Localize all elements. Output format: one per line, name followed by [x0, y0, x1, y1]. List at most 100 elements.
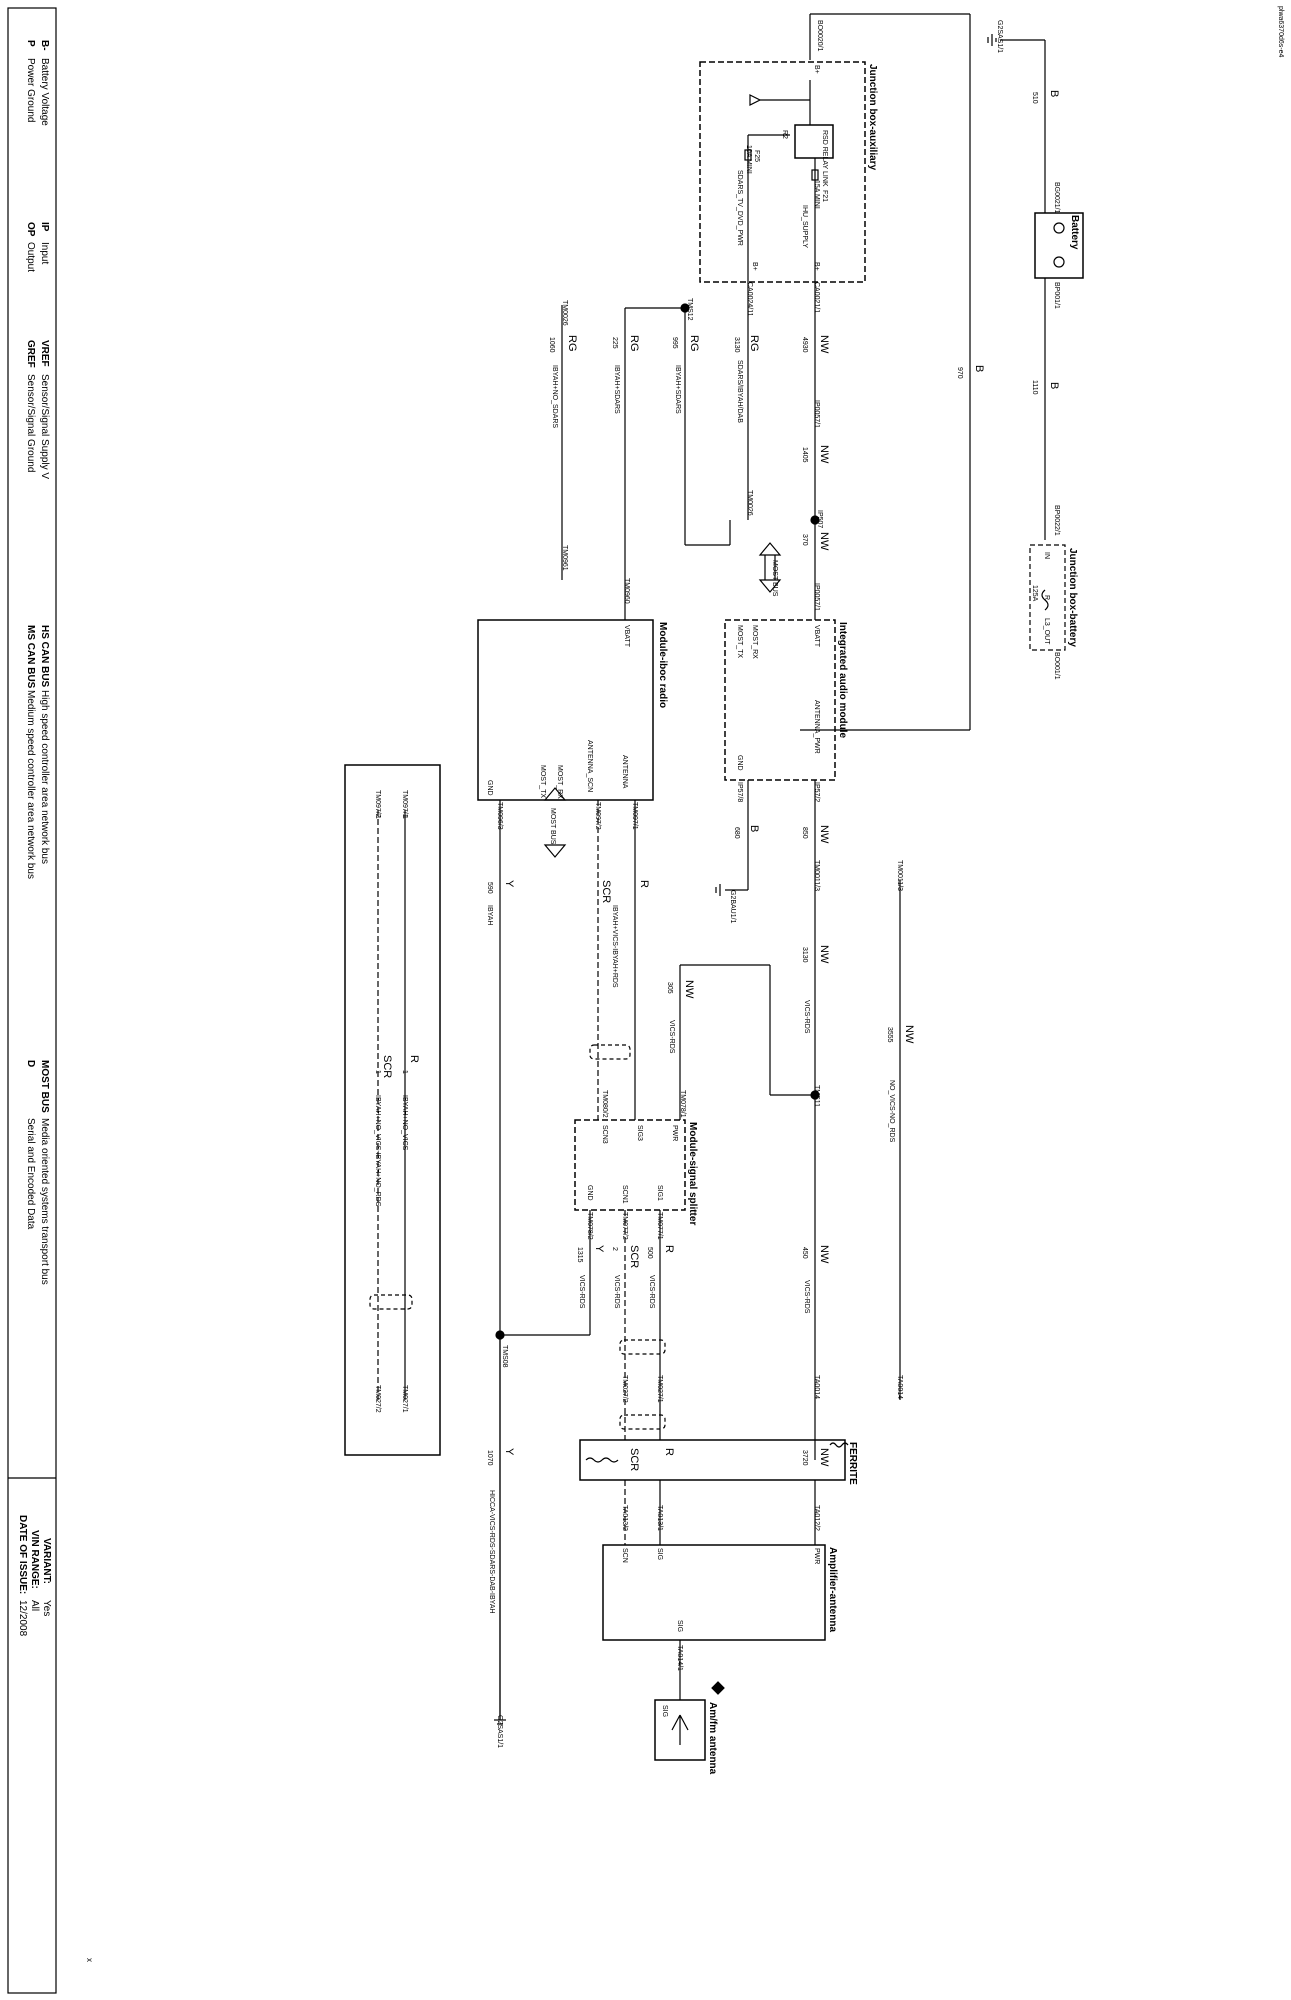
most-bus-arrow-2 [543, 787, 567, 858]
label-tm0971-b: TM097/1 [401, 790, 408, 818]
label-scn3: SCN3 [601, 1125, 608, 1144]
label-bg0021: BG0021/1 [1053, 182, 1060, 214]
label-ibyah-vics: IBYAH+VICS-IBYAH+RDS [611, 905, 618, 988]
label-jbb-in: IN [1043, 552, 1050, 559]
label-sig-out: SIG [676, 1620, 683, 1633]
label-y-1315: Y [593, 1245, 605, 1253]
label-sig1: SIG1 [656, 1185, 663, 1201]
label-ibyah-sdars-1: IBYAH+SDARS [674, 365, 681, 414]
legend-text-d: Serial and Encoded Data [25, 1118, 36, 1230]
label-n-1060: 1060 [548, 337, 555, 353]
label-rg-3130: RG [748, 335, 760, 352]
label-nw-305: NW [683, 980, 695, 999]
label-relay: RSD RELAY LINK [821, 130, 828, 187]
splice-ip507 [810, 515, 820, 525]
label-gnd-3: GND [586, 1185, 593, 1201]
label-ta0122: TA012/2 [813, 1505, 820, 1531]
label-scr-box: SCR [381, 1055, 393, 1079]
antenna-symbol [671, 1714, 689, 1745]
label-r-1: R [638, 880, 650, 888]
label-vicsrds-trunk: VICS-RDS [803, 1280, 810, 1314]
label-n-1405: 1405 [801, 447, 808, 463]
label-n-3555: 3555 [886, 1027, 893, 1043]
label-most-tx-1: MOST_TX [736, 625, 743, 659]
label-tm0271-b: TM027/1 [401, 1385, 408, 1413]
label-b-1110: B [1048, 382, 1060, 390]
splice-tms12 [680, 303, 690, 313]
label-vicsrds-2: VICS-RDS [668, 1020, 675, 1054]
label-most-bus-2: MOST BUS [549, 808, 556, 845]
label-n-370: 370 [801, 534, 808, 546]
label-one-a: 1 [401, 815, 408, 819]
module-ferrite: FERRITE [847, 1442, 858, 1485]
label-vicsrds-4: VICS-RDS [648, 1275, 655, 1309]
legend-code-p: P [25, 40, 36, 47]
label-tms11: TMS11 [813, 1085, 820, 1108]
label-rg-225: RG [628, 335, 640, 352]
shield-clip-4 [369, 1294, 413, 1310]
legend-code-hs-can: HS CAN BUS [39, 625, 50, 688]
label-tm0272: TM027/2 [621, 1375, 628, 1403]
most-bus-arrow-1 [758, 542, 782, 593]
label-r-500: R [663, 1245, 675, 1253]
label-sig3: SIG3 [636, 1125, 643, 1141]
legend-code-most: MOST BUS [39, 1060, 50, 1113]
label-one-b: 1 [374, 815, 381, 819]
label-tm0011: TM0011/3 [813, 860, 820, 891]
label-ibyah-no-sdars: IBYAH+NO_SDARS [551, 365, 558, 429]
doc-id: plwa6370d6s-e4 [1277, 6, 1284, 58]
info-variant-value: Yes [41, 1600, 52, 1617]
label-n-680: 680 [733, 827, 740, 839]
label-b-680: B [748, 825, 760, 833]
antenna-box [654, 1699, 706, 1761]
label-y-590: Y [503, 880, 515, 888]
label-ca024: CA0024/11 [746, 282, 753, 317]
module-splitter: Module-signal splitter [687, 1122, 698, 1226]
label-r2: R2 [781, 130, 788, 139]
label-n-1070: 1070 [486, 1450, 493, 1466]
label-no-vics: NO_VICS-NO_RDS [888, 1080, 895, 1143]
label-most-rx-2: MOST_RX [556, 765, 563, 799]
label-scn-a: SCN [621, 1548, 628, 1563]
module-amplifier: Amplifier-antenna [827, 1547, 838, 1633]
label-tm0972-b: TM097/2 [374, 790, 381, 818]
jb-aux-arrow [749, 94, 762, 106]
label-r-fer: R [663, 1448, 675, 1456]
label-ta0014: TA0014 [813, 1375, 820, 1399]
legend-text-power-ground: Power Ground [25, 58, 36, 123]
label-ta0131: TA013/1 [656, 1505, 663, 1531]
label-tm0026b: TM0026 [561, 300, 568, 326]
label-n-510: 510 [1031, 92, 1038, 104]
label-n-1315: 1315 [576, 1247, 583, 1263]
module-iam: Integrated audio module [837, 622, 848, 739]
legend-frame [7, 7, 57, 1994]
label-tm0972: TM097/2 [594, 802, 601, 830]
label-ip0057: IP0057/1 [813, 400, 820, 429]
label-ta0141: TA014/1 [676, 1645, 683, 1671]
info-variant-label: VARIANT: [41, 1538, 52, 1584]
relay-box [794, 124, 834, 159]
info-date-label: DATE OF ISSUE: [17, 1515, 28, 1595]
label-bp001: BP001/1 [1053, 282, 1060, 309]
label-tm0771: TM077/1 [656, 1212, 663, 1240]
splitter-box [574, 1119, 686, 1211]
label-antenna-1: ANTENNA [621, 755, 628, 789]
label-pwr-s: PWR [671, 1125, 678, 1142]
label-tm0960: TM0960 [623, 578, 630, 604]
antenna-diamond [711, 1681, 725, 1695]
module-antenna: Am/fm antenna [707, 1702, 718, 1775]
label-n-4930: 4930 [801, 337, 808, 353]
legend-code-gref: GREF [25, 340, 36, 368]
legend-text-hs-can: High speed controller area network bus [39, 690, 50, 864]
label-antenna-scn: ANTENNA_SCN [586, 740, 593, 793]
label-n-2: 2 [611, 1247, 618, 1251]
label-tm0271: TM027/1 [656, 1375, 663, 1403]
legend-code-ms-can: MS CAN BUS [25, 625, 36, 689]
label-sdars: SDARS_TV_DVD_PWR [736, 170, 743, 246]
label-nw-3555: NW [903, 1025, 915, 1044]
label-tm0026a: TM0026 [746, 490, 753, 516]
module-jb-aux: Junction box-auxiliary [867, 64, 878, 171]
label-tm0961: TM0961 [561, 545, 568, 571]
label-r-box: R [408, 1055, 420, 1063]
